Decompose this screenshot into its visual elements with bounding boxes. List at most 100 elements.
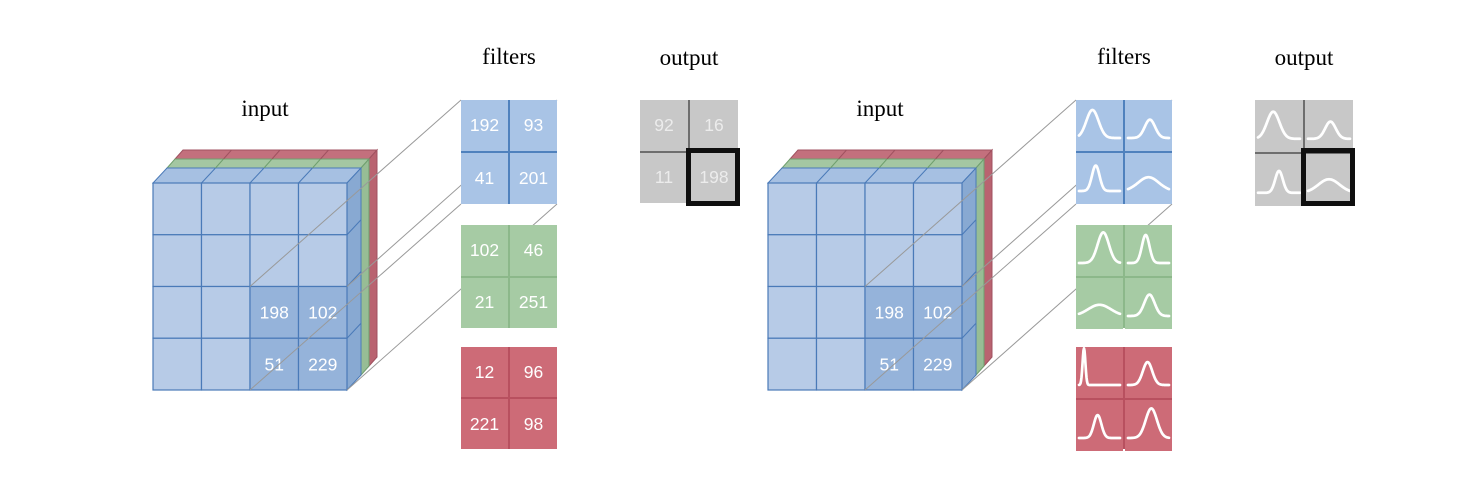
output-value-cell: 11: [640, 152, 688, 203]
cube-grid-line: [961, 219, 977, 236]
cube-grid-line: [913, 167, 928, 184]
filters-label-right: filters: [1097, 44, 1151, 69]
distribution-curve-path: [1126, 175, 1171, 191]
filters-label-left: filters: [482, 44, 536, 69]
distribution-curve-path: [1077, 164, 1122, 193]
receptive-field-connector-line: [864, 99, 1077, 287]
input-cell: [864, 234, 915, 288]
output-value-cell: 16: [690, 100, 738, 151]
cube-grid-line: [927, 158, 936, 169]
filter-distribution-cell: [1125, 100, 1172, 151]
input-cell: [767, 234, 818, 288]
receptive-field-connector-line: [249, 99, 462, 287]
cube-grid-line: [830, 158, 839, 169]
cube-grid-line: [320, 149, 329, 160]
distribution-curve: [1077, 347, 1122, 387]
distribution-curve: [1126, 118, 1171, 140]
output-label-right: output: [1274, 45, 1334, 70]
input-region-cell: [864, 337, 915, 391]
filter-value-cell: 192: [461, 100, 508, 151]
filter-value-cell: 221: [461, 399, 508, 449]
input-label-left: input: [241, 96, 289, 121]
filter-value-cell: 46: [510, 225, 557, 276]
cube-face: [975, 157, 985, 377]
input-cell: [815, 285, 866, 339]
cube-face: [368, 148, 378, 368]
cube-grid-line: [201, 167, 216, 184]
distribution-curve: [1077, 413, 1122, 440]
output-label-left: output: [659, 45, 719, 70]
distribution-curve: [1077, 231, 1122, 265]
input-region-value: 102: [308, 303, 337, 323]
distribution-curve: [1126, 175, 1171, 191]
cube-grid-line: [249, 167, 265, 184]
input-cell: [200, 285, 251, 339]
filter-grid-blue-right: [1076, 100, 1172, 204]
distribution-curve: [1256, 169, 1302, 195]
input-cell: [200, 337, 251, 391]
output-distribution-cell: [1305, 100, 1353, 153]
input-cell: [815, 337, 866, 391]
output-grid-right: [1255, 100, 1355, 207]
filter-value-cell: 41: [461, 153, 508, 204]
filter-value-cell: 201: [510, 153, 557, 204]
input-region-value: 198: [875, 303, 904, 323]
distribution-curve-path: [1077, 231, 1122, 265]
receptive-field-connector-line: [249, 203, 462, 391]
input-region-value: 51: [880, 354, 899, 374]
input-cell: [864, 182, 915, 236]
filter-distribution-cell: [1076, 225, 1123, 276]
input-cell: [152, 234, 203, 288]
cube-face: [360, 157, 370, 377]
distribution-curve-path: [1256, 169, 1302, 195]
input-cell: [912, 182, 963, 236]
filter-distribution-cell: [1076, 400, 1123, 451]
cube-grid-line: [312, 158, 321, 169]
input-label-right: input: [856, 96, 904, 121]
cube-face: [983, 148, 993, 368]
distribution-curve-path: [1126, 407, 1171, 440]
distribution-curve-path: [1256, 110, 1302, 141]
input-cell: [152, 285, 203, 339]
cube-grid-line: [886, 149, 896, 160]
input-cell: [815, 182, 866, 236]
cube-grid-line: [263, 158, 273, 169]
filter-distribution-cell: [1076, 153, 1123, 204]
distribution-curve-path: [1077, 413, 1122, 440]
cube-grid-line: [816, 167, 831, 184]
filter-value-cell: 251: [510, 277, 557, 328]
input-cell: [767, 285, 818, 339]
distribution-curve: [1306, 177, 1352, 193]
cube-grid-line: [223, 149, 232, 160]
output-distribution-cell: [1255, 100, 1303, 153]
distribution-curve: [1306, 120, 1352, 141]
filter-distribution-cell: [1076, 347, 1123, 398]
distribution-curve-path: [1126, 233, 1171, 265]
filter-distribution-cell: [1125, 400, 1172, 451]
distribution-curve: [1077, 303, 1122, 316]
input-cell: [249, 182, 300, 236]
input-cell: [767, 337, 818, 391]
filter-grid-green-right: [1076, 225, 1172, 329]
distribution-curve-path: [1077, 303, 1122, 316]
cube-grid-line: [864, 167, 880, 184]
cube-grid-line: [935, 149, 944, 160]
cube-grid-line: [215, 158, 224, 169]
filter-value-cell: 102: [461, 225, 508, 276]
input-cell: [912, 234, 963, 288]
input-cell: [200, 234, 251, 288]
distribution-curve-path: [1077, 108, 1122, 140]
distribution-curve-path: [1126, 118, 1171, 140]
filter-distribution-cell: [1076, 100, 1123, 151]
filter-value-cell: 12: [461, 347, 508, 397]
filter-distribution-cell: [1125, 347, 1172, 398]
output-value-cell: 92: [640, 100, 688, 151]
filter-distribution-cell: [1125, 153, 1172, 204]
filter-distribution-cell: [1076, 278, 1123, 329]
filter-distribution-cell: [1125, 278, 1172, 329]
output-distribution-cell: [1255, 154, 1303, 207]
output-value-cell: 198: [690, 152, 738, 203]
